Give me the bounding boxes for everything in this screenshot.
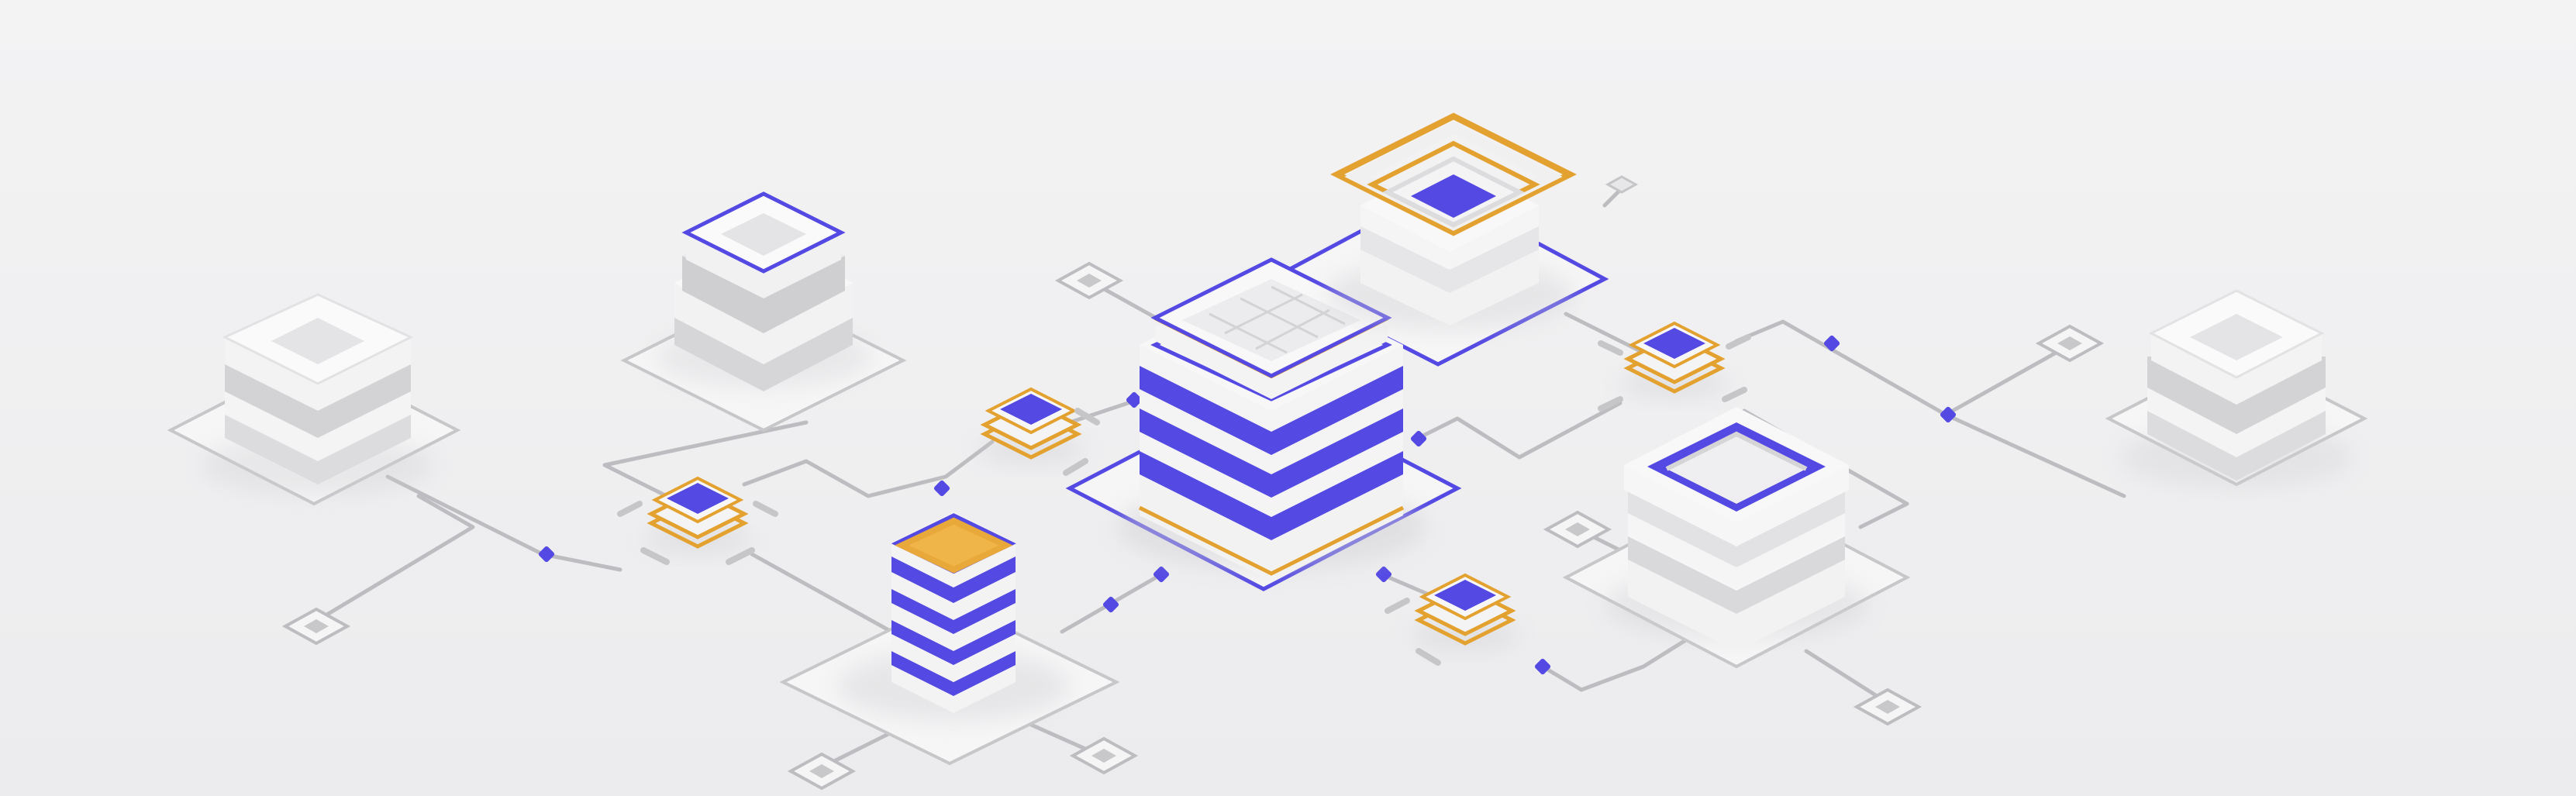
connector-dot — [1823, 335, 1840, 352]
endpoint-icon — [281, 607, 351, 646]
server-stack-central-main — [1116, 257, 1426, 581]
line-chip-to-chip — [742, 439, 995, 498]
line-farleft-to-endpoint — [316, 494, 475, 622]
connector-dot — [1126, 391, 1143, 408]
connector-dots — [538, 335, 1957, 675]
endpoint-icon — [1054, 261, 1124, 300]
connector-dot — [1410, 430, 1427, 447]
line-central-to-chipright — [1416, 401, 1623, 460]
endpoint-icon — [2035, 324, 2105, 363]
line-central-to-chip — [1067, 397, 1142, 425]
line-rings-to-chipright — [1564, 312, 1646, 355]
server-stack-far-right — [2120, 289, 2353, 488]
connector-dot — [1153, 566, 1170, 583]
connector-dot — [1940, 406, 1957, 423]
endpoint-icon — [1543, 510, 1612, 549]
line-upperleft-to-chip — [602, 420, 809, 498]
endpoint-icon — [1069, 736, 1139, 775]
endpoint-icon — [1853, 687, 1923, 726]
endpoint-icon — [787, 752, 857, 791]
chip-center-right — [1385, 573, 1519, 666]
connector-dot — [933, 480, 950, 497]
connector-dot — [538, 546, 555, 563]
server-stack-top-rings — [1326, 112, 1577, 329]
server-stack-orange-top — [837, 512, 1070, 721]
connector-dot — [1534, 658, 1551, 675]
chip-right — [1598, 321, 1751, 412]
server-stack-right-open — [1605, 407, 1868, 651]
connector-dot — [1102, 596, 1119, 613]
line-to-endpoint-right — [1943, 343, 2072, 417]
panel-grid — [1209, 285, 1346, 354]
endpoint-icons — [281, 175, 2105, 791]
chip-center-left — [977, 387, 1100, 476]
endpoint-icon — [1605, 175, 1639, 194]
server-stack-upper-left — [655, 191, 872, 391]
line-chip-to-rightopen — [1540, 625, 1708, 692]
line-chipright-to-farright — [1734, 319, 2126, 498]
chip-left — [617, 476, 778, 565]
server-stack-far-left — [202, 293, 434, 496]
connector-dot — [1375, 566, 1392, 583]
line-chip-to-orange — [750, 552, 894, 634]
